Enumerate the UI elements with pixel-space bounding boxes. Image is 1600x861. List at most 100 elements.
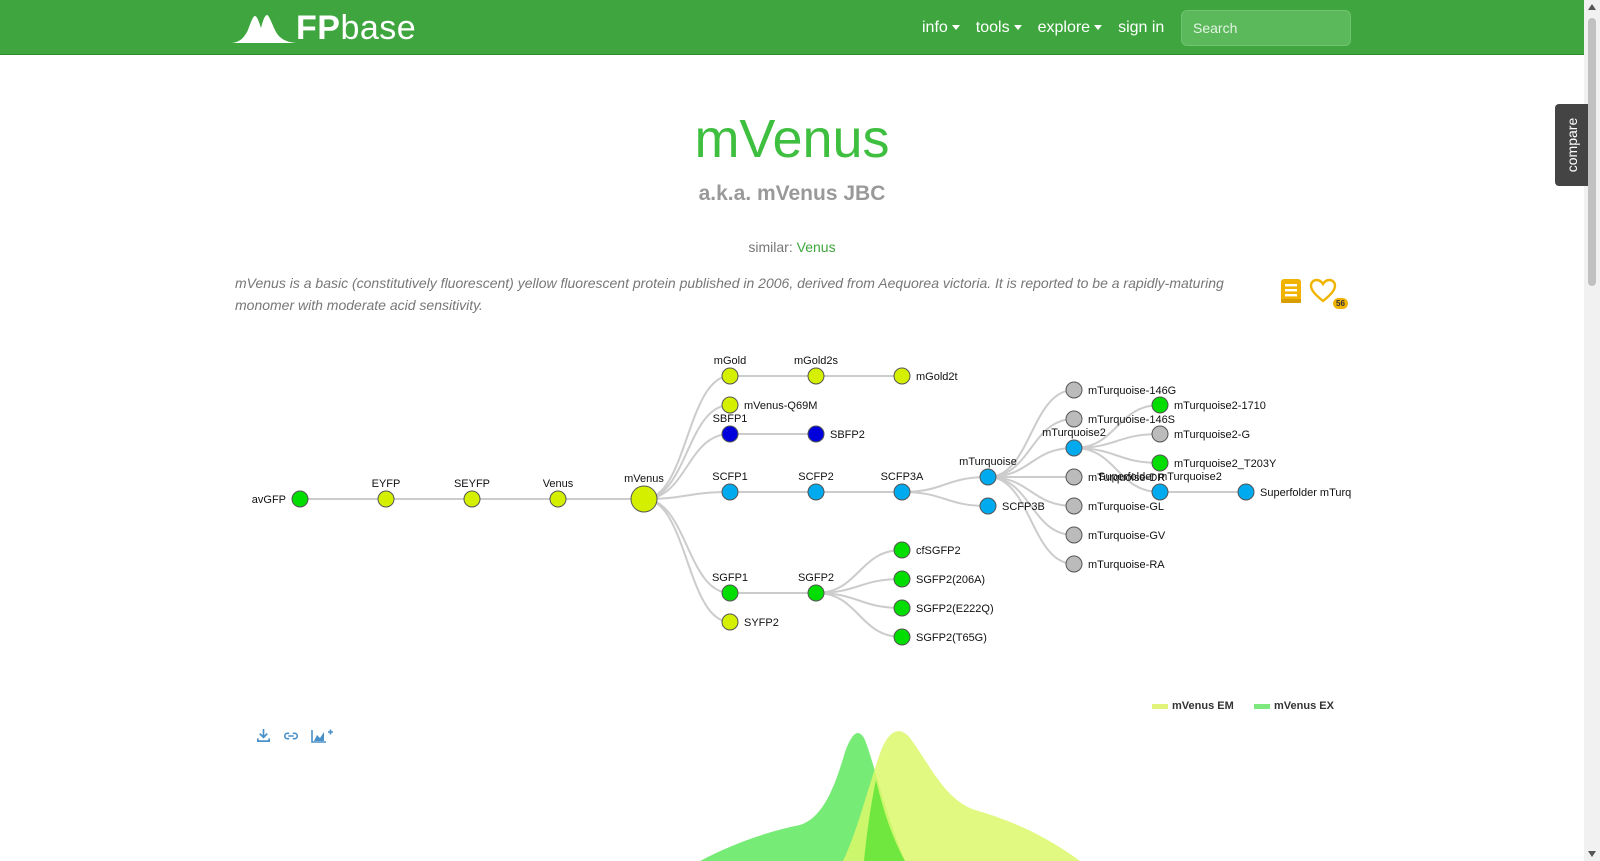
lineage-node-label[interactable]: mTurquoise-GL <box>1088 501 1164 513</box>
lineage-node-label[interactable]: mVenus <box>624 473 664 485</box>
nav-info-dropdown[interactable]: info <box>922 19 960 37</box>
lineage-node-label[interactable]: mGold2t <box>916 371 958 383</box>
lineage-node-circle[interactable] <box>630 485 658 513</box>
lineage-node[interactable]: mTurquoise <box>959 456 1017 486</box>
lineage-node[interactable]: SYFP2 <box>721 613 779 631</box>
lineage-node-label[interactable]: cfSGFP2 <box>916 545 961 557</box>
search-input[interactable] <box>1181 10 1351 46</box>
lineage-node-label[interactable]: SCFP1 <box>712 471 747 483</box>
lineage-node[interactable]: SCFP1 <box>712 471 748 501</box>
lineage-node[interactable]: mTurquoise-DR <box>1065 468 1165 486</box>
lineage-node[interactable]: SGFP2(T65G) <box>893 628 987 646</box>
lineage-node-label[interactable]: Superfolder mTurq <box>1260 487 1351 499</box>
lineage-node[interactable]: SGFP2(E222Q) <box>893 599 994 617</box>
lineage-node[interactable]: mGold2s <box>794 355 839 385</box>
lineage-node-label[interactable]: mGold <box>714 355 746 367</box>
nav-tools-dropdown[interactable]: tools <box>976 19 1022 37</box>
lineage-node-label[interactable]: Superfolder mTurquoise2 <box>1098 471 1222 483</box>
lineage-node[interactable]: SBFP1 <box>713 413 748 443</box>
lineage-node-label[interactable]: SCFP3B <box>1002 501 1045 513</box>
lineage-node-label[interactable]: mTurquoise <box>959 456 1017 468</box>
lineage-node-circle[interactable] <box>807 483 825 501</box>
lineage-node-label[interactable]: SEYFP <box>454 478 490 490</box>
lineage-node-label[interactable]: mTurquoise-GV <box>1088 530 1166 542</box>
lineage-node-circle[interactable] <box>807 367 825 385</box>
scroll-down-arrow-icon[interactable] <box>1588 851 1596 857</box>
similar-link-venus[interactable]: Venus <box>796 239 836 255</box>
lineage-node-circle[interactable] <box>1065 555 1083 573</box>
lineage-node-circle[interactable] <box>1065 497 1083 515</box>
lineage-node-circle[interactable] <box>721 396 739 414</box>
lineage-node-label[interactable]: mTurquoise-146G <box>1088 385 1176 397</box>
reference-book-icon[interactable] <box>1279 278 1303 304</box>
lineage-node-circle[interactable] <box>1065 468 1083 486</box>
lineage-node-circle[interactable] <box>893 628 911 646</box>
lineage-node-circle[interactable] <box>549 490 567 508</box>
lineage-node-label[interactable]: SYFP2 <box>744 617 779 629</box>
lineage-node[interactable]: SCFP3A <box>881 471 924 501</box>
lineage-node-label[interactable]: SBFP1 <box>713 413 748 425</box>
lineage-node-label[interactable]: mTurquoise2_T203Y <box>1174 458 1277 470</box>
lineage-node[interactable]: mTurquoise-146S <box>1065 410 1175 428</box>
lineage-node-label[interactable]: mGold2s <box>794 355 839 367</box>
lineage-node[interactable]: SEYFP <box>454 478 490 508</box>
scroll-up-arrow-icon[interactable] <box>1588 4 1596 10</box>
lineage-node[interactable]: mGold <box>714 355 746 385</box>
legend-item-mvenus-ex[interactable]: mVenus EX <box>1254 700 1335 712</box>
lineage-node-circle[interactable] <box>1065 439 1083 457</box>
lineage-node-label[interactable]: SGFP1 <box>712 572 748 584</box>
favorite-heart-icon[interactable] <box>1309 278 1337 304</box>
scrollbar-thumb[interactable] <box>1588 18 1596 286</box>
lineage-node-circle[interactable] <box>1065 381 1083 399</box>
lineage-node[interactable]: mTurquoise-GL <box>1065 497 1164 515</box>
add-chart-icon[interactable] <box>311 729 333 743</box>
lineage-node[interactable]: mTurquoise2-1710 <box>1151 396 1266 414</box>
lineage-node[interactable]: Superfolder mTurquoise2 <box>1098 471 1222 501</box>
lineage-node-circle[interactable] <box>807 425 825 443</box>
lineage-node-circle[interactable] <box>1065 410 1083 428</box>
lineage-node-circle[interactable] <box>721 425 739 443</box>
lineage-node-circle[interactable] <box>979 468 997 486</box>
lineage-node[interactable]: mGold2t <box>893 367 958 385</box>
lineage-node-label[interactable]: mTurquoise-RA <box>1088 559 1165 571</box>
page-scrollbar[interactable] <box>1584 0 1600 861</box>
lineage-node-label[interactable]: EYFP <box>372 478 401 490</box>
lineage-node-label[interactable]: mTurquoise2 <box>1042 427 1106 439</box>
lineage-node-label[interactable]: SBFP2 <box>830 429 865 441</box>
lineage-node-circle[interactable] <box>721 584 739 602</box>
lineage-node-circle[interactable] <box>291 490 309 508</box>
lineage-node-circle[interactable] <box>721 367 739 385</box>
lineage-node-label[interactable]: SGFP2(206A) <box>916 574 985 586</box>
lineage-node-circle[interactable] <box>377 490 395 508</box>
nav-explore-dropdown[interactable]: explore <box>1038 19 1103 37</box>
lineage-node[interactable]: SBFP2 <box>807 425 865 443</box>
lineage-node-circle[interactable] <box>1237 483 1255 501</box>
lineage-node-label[interactable]: SGFP2(E222Q) <box>916 603 994 615</box>
legend-item-mvenus-em[interactable]: mVenus EM <box>1152 700 1234 712</box>
nav-sign-in-link[interactable]: sign in <box>1118 19 1164 37</box>
link-icon[interactable] <box>283 729 299 743</box>
lineage-node[interactable]: mVenus <box>624 473 664 513</box>
lineage-node-label[interactable]: mTurquoise2-1710 <box>1174 400 1266 412</box>
lineage-node[interactable]: SCFP3B <box>979 497 1045 515</box>
lineage-node-circle[interactable] <box>893 570 911 588</box>
lineage-node-label[interactable]: avGFP <box>252 494 286 506</box>
lineage-node-circle[interactable] <box>1151 396 1169 414</box>
fpbase-logo[interactable]: FPbase <box>232 10 416 46</box>
lineage-node[interactable]: EYFP <box>372 478 401 508</box>
lineage-node-label[interactable]: SCFP2 <box>798 471 833 483</box>
lineage-node-label[interactable]: mTurquoise-146S <box>1088 414 1175 426</box>
lineage-node[interactable]: mTurquoise-146G <box>1065 381 1176 399</box>
lineage-node[interactable]: SGFP1 <box>712 572 748 602</box>
lineage-node-circle[interactable] <box>1065 526 1083 544</box>
compare-tab[interactable]: compare <box>1555 104 1588 186</box>
lineage-node-circle[interactable] <box>1151 425 1169 443</box>
lineage-node-circle[interactable] <box>1151 483 1169 501</box>
lineage-node[interactable]: mTurquoise-GV <box>1065 526 1166 544</box>
lineage-node[interactable]: SGFP2(206A) <box>893 570 985 588</box>
lineage-node[interactable]: mTurquoise-RA <box>1065 555 1165 573</box>
lineage-node[interactable]: Superfolder mTurq <box>1237 483 1351 501</box>
lineage-node-circle[interactable] <box>893 367 911 385</box>
lineage-node[interactable]: avGFP <box>252 490 309 508</box>
lineage-node-circle[interactable] <box>893 541 911 559</box>
